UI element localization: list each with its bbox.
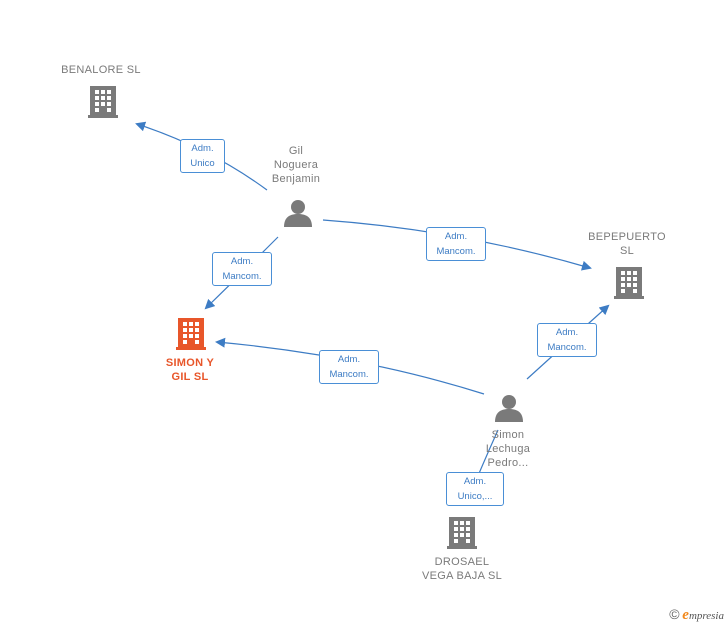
bepepuerto-label[interactable]: BEPEPUERTO SL: [588, 231, 666, 257]
edge-label-simon-bepepuerto: Adm. Mancom.: [537, 323, 597, 357]
copyright-symbol: ©: [669, 606, 680, 622]
empresia-logo: © empresia: [669, 606, 724, 624]
edge-label-simon-drosael: Adm. Unico,...: [446, 472, 504, 506]
edge-label-gil-bepepuerto: Adm. Mancom.: [426, 227, 486, 261]
brand-name: mpresia: [688, 610, 724, 622]
benalore-label[interactable]: BENALORE SL: [61, 64, 141, 76]
edge-label-gil-benalore: Adm. Unico: [180, 139, 225, 173]
simon-label[interactable]: Simon Lechuga Pedro...: [485, 429, 531, 469]
edge-label-simon-simongil: Adm. Mancom.: [319, 350, 379, 384]
edge-label-gil-simongil: Adm. Mancom.: [212, 252, 272, 286]
simongil-building-icon[interactable]: [176, 318, 206, 350]
drosael-building-icon[interactable]: [447, 517, 477, 549]
gil-label[interactable]: Gil Noguera Benjamin: [271, 145, 321, 185]
brand-e: e: [682, 607, 689, 623]
bepepuerto-building-icon[interactable]: [614, 267, 644, 299]
benalore-building-icon[interactable]: [88, 86, 118, 118]
drosael-label[interactable]: DROSAEL VEGA BAJA SL: [421, 556, 503, 582]
gil-person-icon[interactable]: [284, 200, 312, 227]
simon-person-icon[interactable]: [495, 395, 523, 422]
simongil-label[interactable]: SIMON Y GIL SL: [165, 357, 215, 383]
